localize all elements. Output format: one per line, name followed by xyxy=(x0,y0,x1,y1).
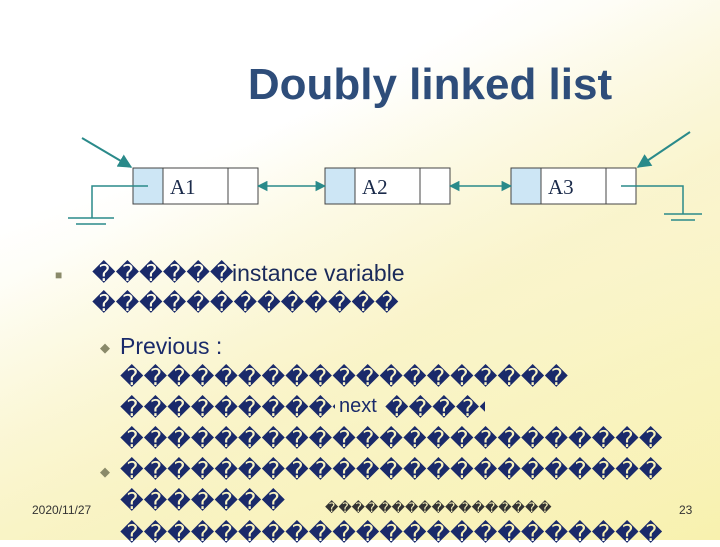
ground-symbol-left xyxy=(68,185,148,225)
bullet-instance-variable: instance variable xyxy=(232,260,405,286)
sub-bullet-line-3b: ������ xyxy=(385,395,485,421)
node-a2-label: A2 xyxy=(362,175,388,199)
sub-bullet-line-3a: ������������ xyxy=(120,395,335,421)
sub-bullet-2-line-3: ����������������������� xyxy=(120,520,663,546)
node-a1-label: A1 xyxy=(170,175,196,199)
node-a3 xyxy=(510,167,637,205)
diamond-bullet-icon: ◆ xyxy=(100,464,110,479)
square-bullet-icon: ■ xyxy=(55,268,63,282)
node-a2 xyxy=(324,167,451,205)
bullet-line-2: ������������� xyxy=(92,290,399,316)
tail-pointer-arrow xyxy=(636,131,691,168)
ground-symbol-right xyxy=(621,185,702,221)
sub-bullet-previous: Previous : xyxy=(120,333,223,359)
footer-garbled-text: ����������������� xyxy=(325,500,552,515)
inline-next-word: next xyxy=(339,395,377,417)
sub-bullet-line-4: ����������������������� xyxy=(120,426,663,452)
sub-bullet-2-line-1: ����������������������� xyxy=(120,457,663,483)
sub-bullet-2-line-2: ������� xyxy=(120,488,286,514)
head-pointer-arrow xyxy=(81,137,133,168)
bullet-garbled-prefix: ������ xyxy=(92,260,234,286)
footer-page-number: 23 xyxy=(679,503,693,517)
diamond-bullet-icon: ◆ xyxy=(100,340,110,355)
node-a3-label: A3 xyxy=(548,175,574,199)
slide-title: Doubly linked list xyxy=(247,60,613,109)
node-a1 xyxy=(132,167,259,205)
sub-bullet-line-2: ������������������� xyxy=(120,364,569,390)
footer-date: 2020/11/27 xyxy=(32,503,92,517)
